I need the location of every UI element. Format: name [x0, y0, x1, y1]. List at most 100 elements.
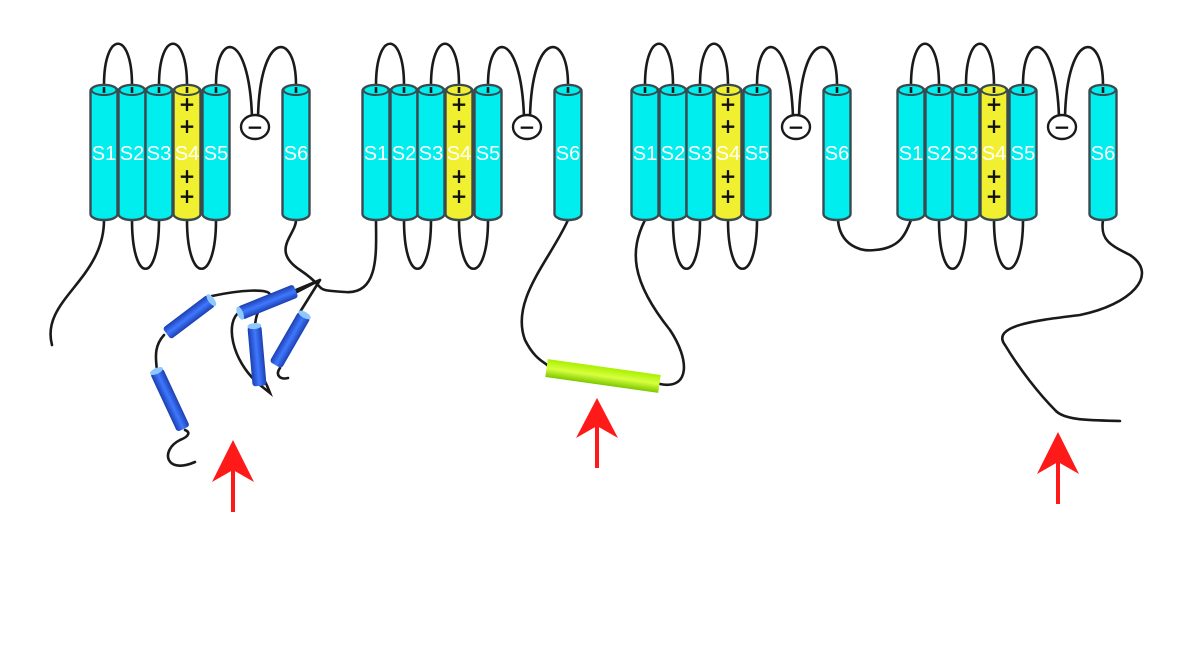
helix-label: S4: [175, 143, 199, 165]
helix-s6: S6: [1088, 83, 1118, 222]
helix-s6: S6: [281, 83, 311, 222]
helix-s1: S1: [89, 83, 119, 222]
helix-s3: S3: [951, 83, 981, 222]
positive-charge-icon: +: [720, 164, 737, 188]
helix-label: S5: [476, 143, 500, 165]
loop: [457, 218, 490, 270]
pore-charge-label: −: [519, 115, 536, 139]
loop: [102, 42, 134, 87]
loop: [1021, 45, 1061, 119]
helix-label: S1: [633, 143, 657, 165]
positive-charge-icon: +: [179, 114, 196, 138]
helix-label: S3: [147, 143, 171, 165]
positive-charge-icon: +: [720, 114, 737, 138]
linker-iii-iv: [836, 218, 913, 252]
helix-label: S6: [556, 143, 580, 165]
helix-label: S1: [899, 143, 923, 165]
linker-ii-iii: [520, 218, 686, 387]
cytoplasmic-helix: [150, 366, 189, 431]
negative-charge-icon: [239, 113, 271, 141]
negative-charge-icon: [1046, 113, 1078, 141]
helix-label: S6: [825, 143, 849, 165]
loop: [797, 45, 839, 119]
helix-s1: S1: [630, 83, 660, 222]
negative-charge-icon: [511, 113, 543, 141]
loop: [256, 45, 298, 119]
positive-charge-icon: +: [986, 114, 1003, 138]
c-terminus: [1001, 218, 1144, 423]
linker-helix: [545, 359, 661, 393]
helix-s5: S5: [473, 83, 503, 222]
helix-label: S5: [745, 143, 769, 165]
loop: [402, 218, 433, 270]
helix-label: S4: [447, 143, 471, 165]
intracellular-linkers: [49, 218, 1144, 467]
cytoplasmic-helix: [163, 294, 217, 339]
loop: [185, 218, 218, 270]
arrow-up-icon: [1037, 432, 1079, 504]
loop: [1063, 45, 1105, 119]
helix-label: S4: [982, 143, 1006, 165]
helix-s6: S6: [822, 83, 852, 222]
helix-s4: S4++++: [172, 83, 202, 222]
pore-charge-label: −: [788, 115, 805, 139]
helix-s2: S2: [658, 83, 688, 222]
loop: [937, 218, 968, 270]
helix-label: S5: [204, 143, 228, 165]
cytoplasmic-helix: [247, 323, 267, 387]
helix-label: S6: [1091, 143, 1115, 165]
positive-charge-icon: +: [451, 164, 468, 188]
helix-s2: S2: [924, 83, 954, 222]
positive-charge-icon: +: [986, 184, 1003, 208]
positive-charge-icon: +: [720, 184, 737, 208]
n-terminus: [49, 218, 106, 347]
positive-charge-icon: +: [451, 92, 468, 116]
loop: [671, 218, 702, 270]
negative-charge-icon: [780, 113, 812, 141]
positive-charge-icon: +: [451, 184, 468, 208]
helix-s4: S4++++: [979, 83, 1009, 222]
helix-label: S6: [284, 143, 308, 165]
loop: [374, 42, 406, 87]
positive-charge-icon: +: [179, 92, 196, 116]
helix-s5: S5: [742, 83, 772, 222]
helix-label: S2: [392, 143, 416, 165]
loop: [909, 42, 941, 87]
loop: [643, 42, 675, 87]
helix-s5: S5: [1008, 83, 1038, 222]
helix-s5: S5: [201, 83, 231, 222]
helix-s4: S4++++: [444, 83, 474, 222]
loop: [130, 218, 161, 270]
linker-i-ii: [284, 218, 378, 294]
helix-s3: S3: [416, 83, 446, 222]
helix-s3: S3: [144, 83, 174, 222]
positive-charge-icon: +: [179, 184, 196, 208]
loop: [429, 42, 461, 87]
positive-charge-icon: +: [986, 164, 1003, 188]
helix-s1: S1: [361, 83, 391, 222]
cytoplasmic-helix: [270, 310, 311, 368]
loop: [992, 218, 1025, 270]
helix-label: S2: [661, 143, 685, 165]
helix-s6: S6: [553, 83, 583, 222]
loop: [726, 218, 759, 270]
loop: [214, 45, 254, 119]
positive-charge-icon: +: [179, 164, 196, 188]
cytoplasmic-helix: [236, 285, 298, 320]
loop: [698, 42, 730, 87]
helix-label: S3: [688, 143, 712, 165]
positive-charge-icon: +: [986, 92, 1003, 116]
helix-label: S2: [927, 143, 951, 165]
loop: [486, 45, 526, 119]
positive-charge-icon: +: [720, 92, 737, 116]
helix-label: S4: [716, 143, 740, 165]
arrow-up-icon: [212, 440, 254, 512]
helix-s1: S1: [896, 83, 926, 222]
pore-charge-label: −: [1054, 115, 1071, 139]
helix-label: S5: [1011, 143, 1035, 165]
